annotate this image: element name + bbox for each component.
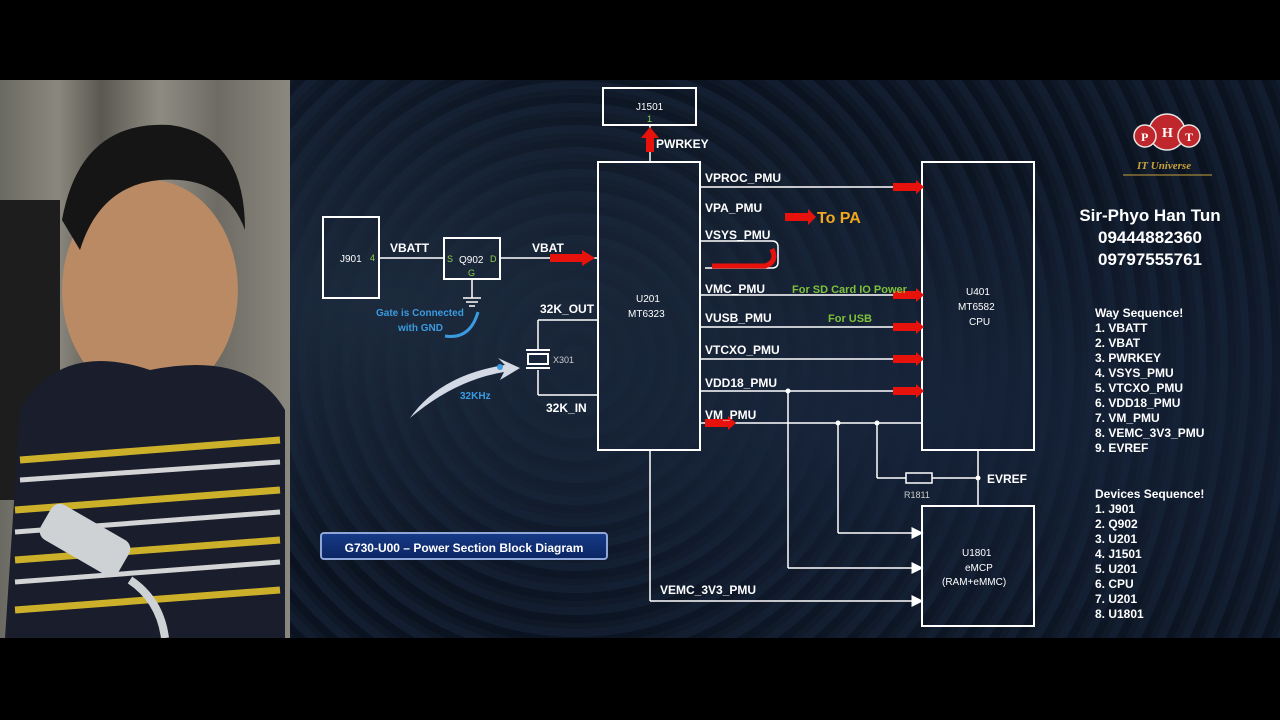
r1811-label: R1811 (904, 490, 930, 500)
crystal-pointer-arrow (410, 358, 520, 418)
list-item: 4. J1501 (1095, 547, 1142, 561)
j1501-label: J1501 (636, 102, 664, 113)
q902-pin-s: S (447, 254, 453, 264)
u201-part: MT6323 (628, 309, 665, 320)
list-item: 4. VSYS_PMU (1095, 366, 1174, 380)
list-item: 3. PWRKEY (1095, 351, 1162, 365)
logo-letter-h: H (1162, 126, 1173, 141)
list-item: 7. U201 (1095, 592, 1138, 606)
presenter-webcam (0, 80, 290, 638)
power-block-diagram: J901 4 VBATT Q902 S D G Gate is Connecte… (322, 87, 1035, 627)
list-item: 5. U201 (1095, 562, 1138, 576)
j901-label: J901 (340, 254, 362, 265)
vsys-red-return (712, 247, 777, 269)
u201-ref: U201 (636, 294, 660, 305)
r1811-resistor (905, 472, 933, 484)
crystal-x301-symbol (526, 349, 550, 369)
devices-sequence: Devices Sequence! 1. J901 2. Q902 3. U20… (1095, 487, 1204, 622)
vusb-red-arrow (893, 320, 924, 334)
list-item: 1. VBATT (1095, 321, 1148, 335)
list-item: 9. EVREF (1095, 441, 1149, 455)
q902-pin-d: D (490, 254, 497, 264)
vm-red-arrow (705, 416, 736, 430)
vtcxo-label: VTCXO_PMU (705, 343, 780, 357)
vsys-label: VSYS_PMU (705, 228, 770, 242)
u401-desc: CPU (969, 317, 990, 328)
diagram-caption: G730-U00 – Power Section Block Diagram (320, 532, 608, 560)
list-item: 7. VM_PMU (1095, 411, 1160, 425)
j1501-pin: 1 (647, 114, 652, 124)
vmc-label: VMC_PMU (705, 282, 765, 296)
32khz-note: 32KHz (460, 391, 491, 402)
pwrkey-label: PWRKEY (656, 137, 709, 151)
vm-label: VM_PMU (705, 408, 756, 422)
ground-symbol (463, 297, 481, 307)
list-item: 8. U1801 (1095, 607, 1144, 621)
32k-out-label: 32K_OUT (540, 302, 595, 316)
u401-ref: U401 (966, 287, 990, 298)
way-sequence-title: Way Sequence! (1095, 306, 1184, 320)
u1801-ref: U1801 (962, 548, 992, 559)
junction-dots (785, 388, 981, 481)
devices-sequence-title: Devices Sequence! (1095, 487, 1205, 501)
j901-pin: 4 (370, 253, 375, 263)
vtcxo-red-arrow (893, 352, 924, 366)
way-sequence-list: 1. VBATT 2. VBAT 3. PWRKEY 4. VSYS_PMU 5… (1095, 321, 1204, 456)
devices-sequence-list: 1. J901 2. Q902 3. U201 4. J1501 5. U201… (1095, 502, 1204, 622)
list-item: 5. VTCXO_PMU (1095, 381, 1184, 395)
vbat-red-arrow (550, 250, 595, 266)
vproc-label: VPROC_PMU (705, 171, 781, 185)
u1801-part: eMCP (965, 563, 993, 574)
pwrkey-red-arrow (641, 127, 659, 152)
vbatt-label: VBATT (390, 241, 430, 255)
x301-label: X301 (553, 355, 574, 365)
author-name: Sir-Phyo Han Tun (1079, 206, 1221, 225)
pht-logo: P H T IT Universe (1123, 113, 1212, 176)
to-pa-note: To PA (817, 210, 861, 227)
logo-letter-t: T (1185, 130, 1193, 144)
u201-box (597, 161, 701, 451)
vdd18-red-arrow (893, 384, 924, 398)
logo-subtitle: IT Universe (1136, 160, 1191, 172)
32k-in-label: 32K_IN (546, 401, 587, 415)
sd-note: For SD Card IO Power (792, 284, 908, 296)
gate-note-arrow (444, 311, 480, 338)
author-phone-2: 09797555761 (1097, 250, 1202, 269)
logo-letter-p: P (1141, 130, 1148, 144)
gate-note: Gate is Connected (376, 308, 464, 319)
vbat-label: VBAT (532, 241, 564, 255)
evref-label: EVREF (987, 472, 1027, 486)
q902-pin-g: G (468, 268, 475, 278)
list-item: 6. CPU (1095, 577, 1134, 591)
rail-lines (700, 186, 922, 424)
list-item: 2. Q902 (1095, 517, 1138, 531)
crystal-pointer-dot (497, 364, 503, 370)
vemc-label: VEMC_3V3_PMU (660, 583, 756, 597)
u401-part: MT6582 (958, 302, 995, 313)
u1801-desc: (RAM+eMMC) (942, 577, 1006, 588)
vdd18-label: VDD18_PMU (705, 376, 777, 390)
presenter-illustration (0, 124, 285, 638)
u1801-feed-lines (649, 391, 979, 607)
vpa-red-arrow (785, 209, 816, 225)
vmc-red-arrow (893, 288, 924, 302)
list-item: 2. VBAT (1095, 336, 1141, 350)
q902-label: Q902 (459, 255, 484, 266)
list-item: 6. VDD18_PMU (1095, 396, 1181, 410)
vproc-red-arrow (893, 180, 924, 194)
list-item: 1. J901 (1095, 502, 1136, 516)
usb-note: For USB (828, 313, 872, 325)
vusb-label: VUSB_PMU (705, 311, 772, 325)
list-item: 3. U201 (1095, 532, 1138, 546)
way-sequence: Way Sequence! 1. VBATT 2. VBAT 3. PWRKEY… (1095, 306, 1204, 456)
list-item: 8. VEMC_3V3_PMU (1095, 426, 1205, 440)
vpa-label: VPA_PMU (705, 201, 762, 215)
author-phone-1: 09444882360 (1097, 228, 1202, 247)
author-block: Sir-Phyo Han Tun 09444882360 09797555761 (1070, 205, 1230, 271)
gate-note-2: with GND (397, 323, 443, 334)
